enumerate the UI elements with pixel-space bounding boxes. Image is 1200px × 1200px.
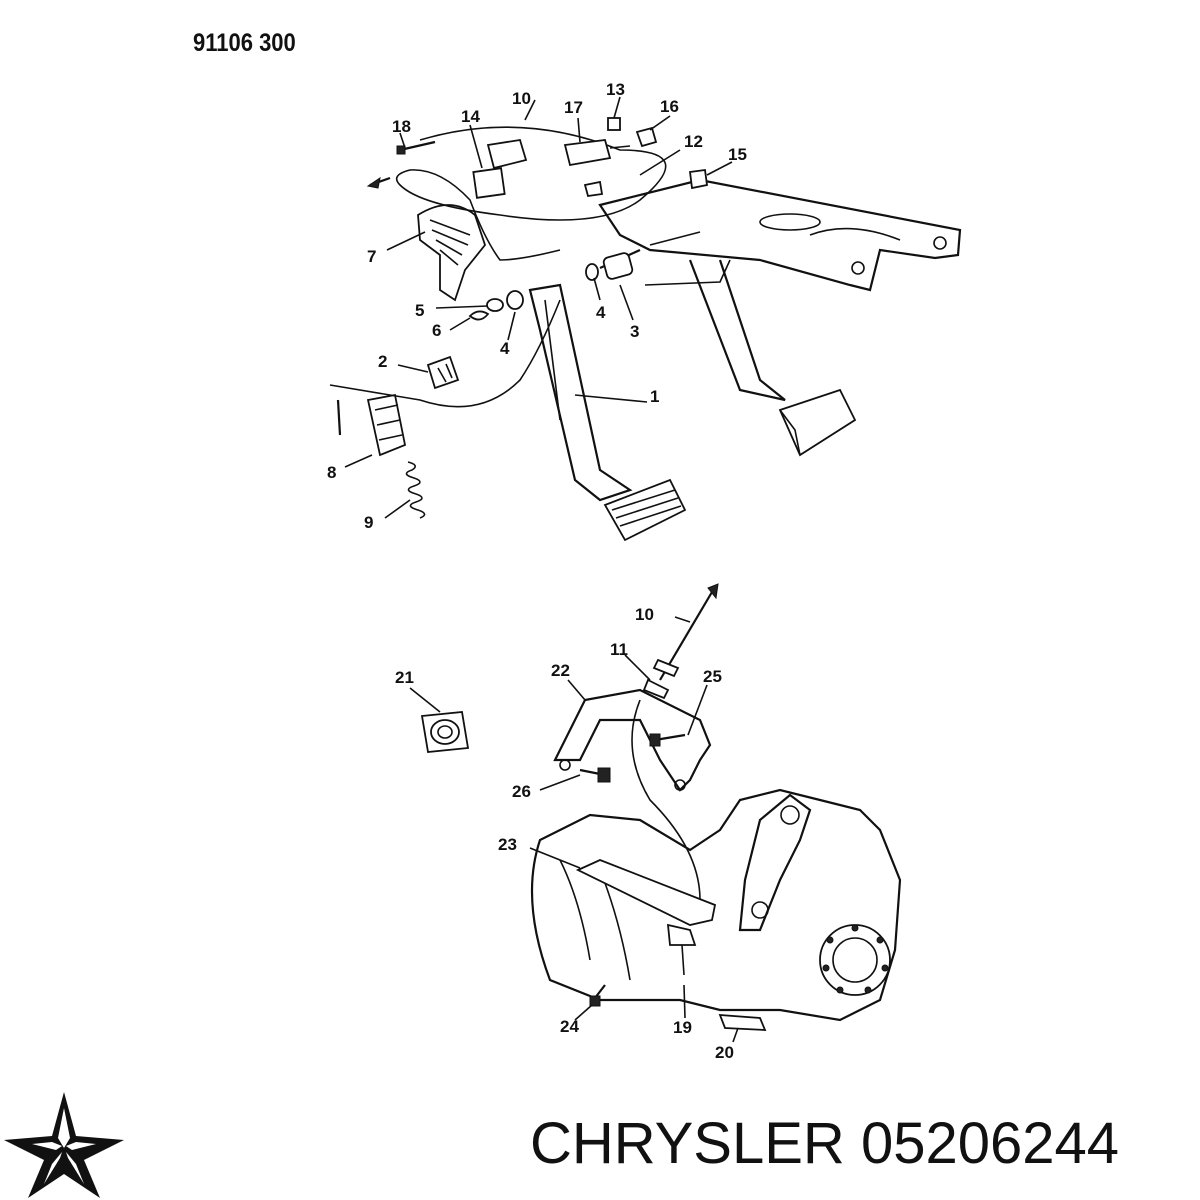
callout-18: 18 (392, 117, 411, 136)
callout-13: 13 (606, 80, 625, 99)
chrysler-pentastar-icon (4, 1092, 124, 1198)
callout-21: 21 (395, 668, 414, 687)
callout-9: 9 (364, 513, 373, 532)
callout-14: 14 (461, 107, 480, 126)
callout-11: 11 (610, 640, 628, 659)
callout-10-upper: 10 (512, 89, 531, 108)
callout-20: 20 (715, 1043, 734, 1062)
part-number: 05206244 (860, 1111, 1119, 1176)
callout-22: 22 (551, 661, 570, 680)
callout-19: 19 (673, 1018, 692, 1037)
callout-26: 26 (512, 782, 531, 801)
callout-16: 16 (660, 97, 679, 116)
callout-4b: 4 (500, 339, 510, 358)
callout-3: 3 (630, 322, 639, 341)
callout-7: 7 (367, 247, 376, 266)
diagram-code: 91106 300 (193, 28, 296, 57)
callout-15: 15 (728, 145, 747, 164)
upper-pedal-assembly (329, 117, 962, 542)
callout-6: 6 (432, 321, 441, 340)
callout-labels: 1 2 3 4 4 5 6 7 8 9 10 10 11 12 13 14 15… (327, 80, 747, 1062)
leader-lines (344, 96, 739, 1043)
callout-24: 24 (560, 1017, 579, 1036)
callout-4a: 4 (596, 303, 606, 322)
callout-2: 2 (378, 352, 387, 371)
callout-23: 23 (498, 835, 517, 854)
brand-name: CHRYSLER (530, 1111, 845, 1176)
callout-25: 25 (703, 667, 722, 686)
callout-17: 17 (564, 98, 583, 117)
callout-12: 12 (684, 132, 703, 151)
callout-1: 1 (650, 387, 659, 406)
part-caption: CHRYSLER 05206244 (530, 1110, 1119, 1177)
callout-8: 8 (327, 463, 336, 482)
lower-transaxle-assembly (420, 583, 902, 1031)
callout-5: 5 (415, 301, 424, 320)
callout-10-lower: 10 (635, 605, 654, 624)
